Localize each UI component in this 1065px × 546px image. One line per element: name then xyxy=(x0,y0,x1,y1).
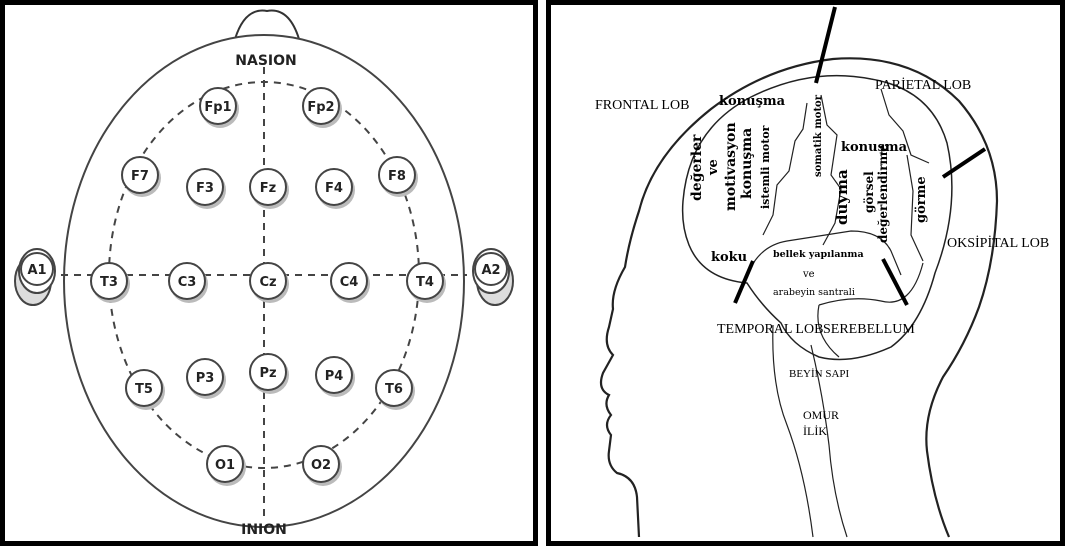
brain-svg: FRONTAL LOB PARİETAL LOB OKSİPİTAL LOB T… xyxy=(551,5,1060,541)
label-ilik: İLİK xyxy=(803,424,827,438)
label-frontal-lob: FRONTAL LOB xyxy=(595,98,689,113)
label-serebellum: SEREBELLUM xyxy=(823,322,915,337)
region-koku: koku xyxy=(711,250,747,265)
brain-lobes-diagram: FRONTAL LOB PARİETAL LOB OKSİPİTAL LOB T… xyxy=(546,0,1065,546)
inion-label: INION xyxy=(241,522,287,538)
electrode-label-p4: P4 xyxy=(325,369,344,384)
electrode-label-p3: P3 xyxy=(196,371,215,386)
label-beyin-sapi: BEYİN SAPI xyxy=(789,368,850,380)
region-bellek: bellek yapılanma xyxy=(773,249,864,260)
region-konusma-vertical: konuşma xyxy=(739,128,755,199)
region-gorsel: görsel xyxy=(862,171,876,213)
region-ve-2: ve xyxy=(802,269,815,280)
nasion-label: NASION xyxy=(235,53,296,69)
electrode-label-f7: F7 xyxy=(131,169,149,184)
electrode-label-t3: T3 xyxy=(100,275,118,290)
region-motivasyon: motivasyon xyxy=(723,122,739,211)
region-konusma-right: konuşma xyxy=(841,140,908,155)
electrode-label-cz: Cz xyxy=(259,275,276,290)
region-ve-1: ve xyxy=(706,159,721,176)
region-istemli-motor: istemli motor xyxy=(759,125,772,209)
electrode-label-o1: O1 xyxy=(215,458,235,473)
region-duyma: duyma xyxy=(833,169,851,225)
electrode-label-fp2: Fp2 xyxy=(307,100,334,115)
electrode-label-a2: A2 xyxy=(481,263,500,278)
cerebellum-outline xyxy=(818,263,923,357)
electrode-label-fp1: Fp1 xyxy=(204,100,231,115)
electrode-label-f4: F4 xyxy=(325,181,343,196)
region-gorme: görme xyxy=(914,176,929,223)
label-omur: OMUR xyxy=(803,408,839,422)
region-konusma-top: konuşma xyxy=(719,94,786,109)
electrode-label-t4: T4 xyxy=(416,275,434,290)
electrode-label-f8: F8 xyxy=(388,169,406,184)
electrode-label-t6: T6 xyxy=(385,382,403,397)
electrode-label-pz: Pz xyxy=(259,366,276,381)
electrode-label-c4: C4 xyxy=(340,275,359,290)
label-oksipital-lob: OKSİPİTAL LOB xyxy=(947,235,1049,251)
electrode-a1: A1 xyxy=(21,253,53,285)
pointer-serebellum xyxy=(883,259,907,305)
region-somatik-motor: somatik motor xyxy=(813,94,824,177)
region-degerlendirme: değerlendirme xyxy=(876,144,890,243)
electrode-label-t5: T5 xyxy=(135,382,153,397)
label-temporal-lob: TEMPORAL LOB xyxy=(717,322,823,337)
electrode-label-a1: A1 xyxy=(27,263,46,278)
electrode-a2: A2 xyxy=(475,253,507,285)
electrode-label-fz: Fz xyxy=(260,181,276,196)
electrode-label-c3: C3 xyxy=(178,275,197,290)
pointer-top xyxy=(816,7,835,83)
electrode-label-o2: O2 xyxy=(311,458,331,473)
region-arabeyin: arabeyin santrali xyxy=(773,287,855,298)
region-degerler: değerler xyxy=(689,134,705,201)
label-parietal-lob: PARİETAL LOB xyxy=(875,77,971,93)
electrode-label-f3: F3 xyxy=(196,181,214,196)
